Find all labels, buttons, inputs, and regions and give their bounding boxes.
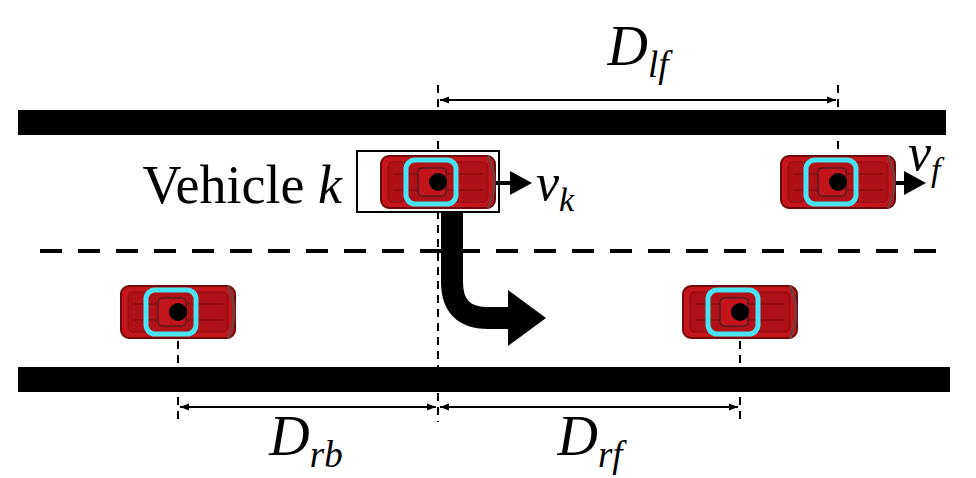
distance-label: Dlf [608, 18, 669, 74]
velocity-label: vk [536, 157, 574, 209]
vehicle-label: Vehicle k [143, 158, 342, 212]
road-edge-bottom [18, 367, 950, 392]
ego-car [381, 156, 495, 208]
lane-divider [40, 249, 946, 253]
lane-change-arrow [452, 212, 546, 346]
dimension-arrows [180, 100, 836, 407]
distance-label: Drf [557, 408, 622, 464]
front-car-right-lane [683, 286, 797, 338]
reference-lines [178, 85, 838, 422]
road-edge-top [18, 110, 946, 135]
rear-car-right-lane [121, 286, 235, 338]
distance-label: Drb [269, 408, 342, 464]
front-car-left-lane [781, 156, 895, 208]
vehicle-box: Vehicle k [356, 150, 500, 213]
velocity-label: vf [908, 127, 941, 179]
